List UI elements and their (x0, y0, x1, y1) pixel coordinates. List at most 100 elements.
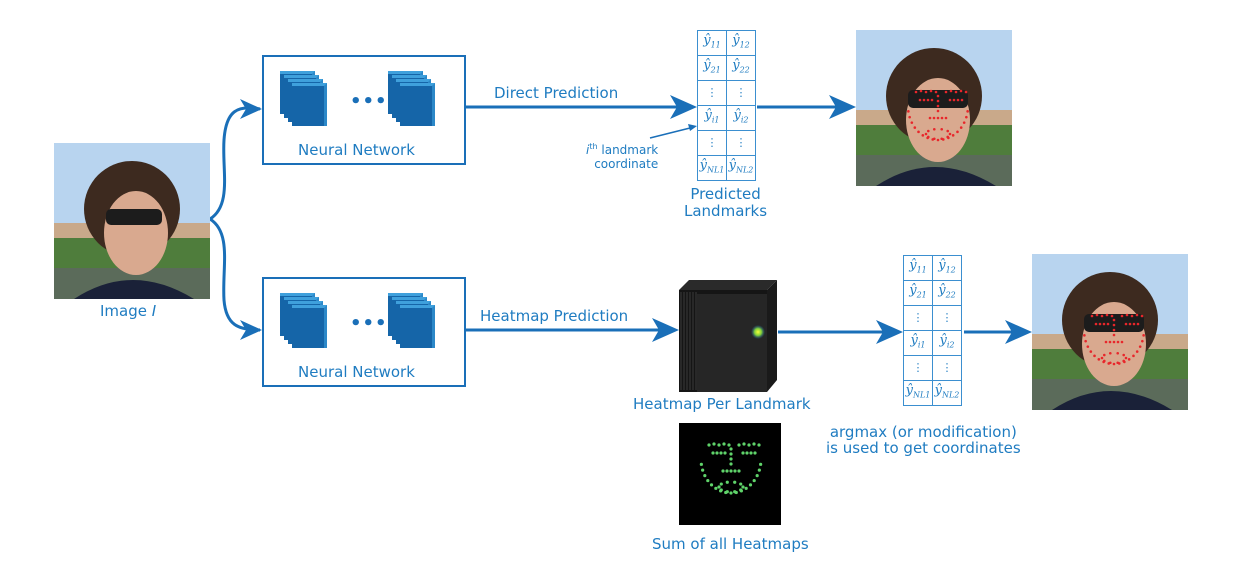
landmark-dot (932, 116, 936, 120)
predicted-landmarks-label: Predicted Landmarks (684, 186, 767, 220)
ellipsis: ••• (350, 91, 388, 112)
landmark-dot (928, 116, 932, 120)
landmark-dot (964, 90, 968, 94)
landmark-dot (1140, 314, 1144, 318)
landmark-cell: ŷNL1 (903, 380, 933, 406)
ellipsis: ••• (350, 313, 388, 334)
landmark-dot (1108, 351, 1112, 355)
landmark-cell: ⋮ (903, 355, 933, 381)
landmark-dot (1138, 345, 1142, 348)
landmark-cell: ŷ11 (697, 30, 727, 56)
landmark-cell: ŷ12 (932, 255, 962, 281)
landmark-cell: ŷ22 (932, 280, 962, 306)
conv-layers-icon (280, 293, 327, 348)
landmark-dot (1086, 345, 1090, 348)
heatmap-per-landmark-label: Heatmap Per Landmark (633, 395, 811, 413)
heatmap-dot (721, 469, 725, 473)
heatmap-dot (755, 474, 759, 478)
heatmap-dot (703, 474, 707, 478)
input-label-text: Image (100, 302, 152, 320)
landmark-dot (926, 129, 930, 133)
landmark-dot (1116, 361, 1120, 365)
landmark-dot (1112, 318, 1116, 322)
heatmap-dot (733, 490, 737, 494)
landmark-dot (926, 98, 930, 102)
direct-prediction-label: Direct Prediction (494, 84, 619, 102)
landmark-dot (1122, 353, 1126, 357)
heatmap-dot (739, 488, 743, 492)
arrowhead-top (240, 99, 262, 119)
branch-arrow-bottom (209, 217, 261, 332)
annotation-arrowhead (688, 124, 697, 131)
landmark-dot (1120, 340, 1124, 344)
landmark-dot (918, 98, 922, 102)
landmark-dot (959, 126, 963, 129)
landmark-dot (962, 121, 966, 124)
conv-layers-icon (280, 71, 327, 126)
heatmap-dot (729, 491, 733, 495)
landmark-dot (949, 89, 953, 93)
landmark-cell: ⋮ (932, 355, 962, 381)
landmark-dot (948, 132, 952, 136)
neural-network-box-direct: ••• Neural Network (262, 55, 466, 165)
argmax-line1: argmax (or modification) (829, 423, 1017, 441)
heatmap-dot (719, 482, 723, 486)
landmark-dot (924, 90, 928, 94)
heatmap-dot (729, 452, 733, 456)
landmark-dot (1108, 340, 1112, 344)
heatmap-dot (723, 451, 727, 455)
arrowhead-bottom (240, 320, 262, 340)
landmark-dot (1083, 334, 1086, 337)
landmark-dot (1089, 350, 1093, 353)
output-image-direct (856, 30, 1012, 186)
landmark-dot (1105, 313, 1109, 317)
heatmap-dot (733, 480, 737, 484)
heatmap-dot (727, 443, 731, 447)
heatmap-dot (719, 451, 723, 455)
landmark-dot (1132, 354, 1135, 358)
heatmap-dot (711, 451, 715, 455)
landmark-dot (946, 129, 950, 133)
landmark-dot (1125, 313, 1129, 317)
landmark-dot (1093, 354, 1096, 358)
landmark-dot (1108, 361, 1112, 365)
heatmap-dot (741, 451, 745, 455)
neural-network-box-heatmap: ••• Neural Network (262, 277, 466, 387)
branch-arrow-top (209, 106, 261, 221)
landmark-dot (921, 134, 925, 137)
heatmap-dot (717, 443, 721, 447)
landmark-dot (1124, 356, 1128, 360)
landmark-cell: ⋮ (726, 80, 756, 106)
heatmap-dot (753, 451, 757, 455)
landmark-cell: ⋮ (903, 305, 933, 331)
landmark-cell: ŷ22 (726, 55, 756, 81)
heatmap-dot (742, 442, 746, 446)
heatmap-dot (725, 469, 729, 473)
predicted-label-line1: Predicted (690, 185, 761, 203)
heatmap-dot (757, 443, 761, 447)
heatmap-dot (759, 462, 763, 466)
landmark-dot (907, 110, 910, 113)
landmark-dot (940, 137, 944, 141)
landmark-dot (952, 98, 956, 102)
heatmap-dot (733, 469, 737, 473)
landmark-cell: ŷNL2 (932, 380, 962, 406)
landmark-dot (1130, 314, 1134, 318)
output-bottom-arrowhead (1005, 320, 1032, 344)
landmark-dot (1095, 313, 1099, 317)
landmark-dot (932, 137, 936, 141)
annotation-sup: th (589, 142, 598, 151)
landmark-dot (936, 138, 940, 142)
heatmap-dot (709, 483, 714, 487)
landmark-cell: ŷi1 (903, 330, 933, 356)
landmark-dot (1112, 333, 1116, 337)
landmark-cell: ŷ21 (903, 280, 933, 306)
heatmap-arrowhead (652, 318, 679, 342)
landmark-dot (1120, 314, 1124, 318)
heatmap-dot (717, 485, 721, 489)
argmax-label: argmax (or modification) is used to get … (826, 424, 1021, 456)
landmark-dot (1084, 339, 1087, 343)
landmark-dot (1132, 322, 1136, 326)
